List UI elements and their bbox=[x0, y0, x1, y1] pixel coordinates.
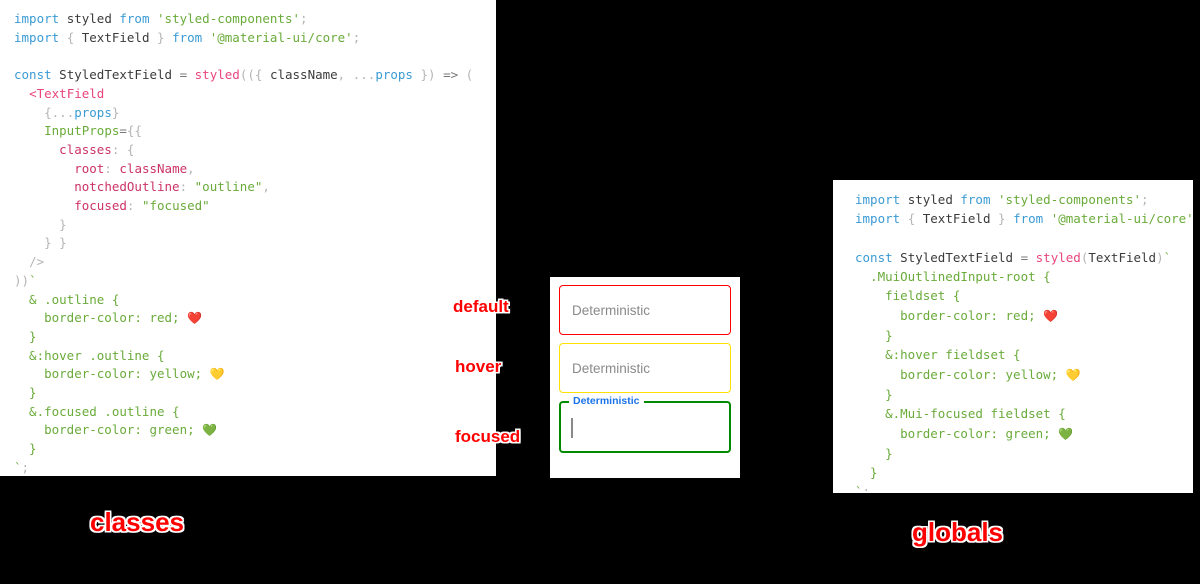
panel-title-globals: globals bbox=[912, 517, 1004, 547]
textfield-hover[interactable]: Deterministic bbox=[559, 343, 731, 393]
code-panel-classes: import styled from 'styled-components'; … bbox=[0, 0, 496, 476]
textfield-hover-placeholder: Deterministic bbox=[572, 360, 651, 376]
textfield-default-placeholder: Deterministic bbox=[572, 302, 651, 318]
code-block-globals[interactable]: import styled from 'styled-components'; … bbox=[855, 192, 1193, 493]
annotation-hover: hover bbox=[455, 357, 502, 376]
textfield-focused[interactable]: Deterministic bbox=[559, 396, 731, 453]
text-caret bbox=[571, 418, 573, 438]
annotation-default: default bbox=[453, 297, 509, 316]
textfield-demo-panel: Deterministic Deterministic Deterministi… bbox=[550, 277, 740, 478]
code-block-classes[interactable]: import styled from 'styled-components'; … bbox=[14, 11, 474, 475]
code-panel-globals: import styled from 'styled-components'; … bbox=[833, 180, 1193, 493]
notched-outline: Deterministic bbox=[559, 396, 731, 453]
annotation-focused: focused bbox=[455, 427, 521, 446]
textfield-default[interactable]: Deterministic bbox=[559, 285, 731, 335]
textfield-focused-label: Deterministic bbox=[573, 395, 640, 407]
panel-title-classes: classes bbox=[90, 507, 184, 537]
